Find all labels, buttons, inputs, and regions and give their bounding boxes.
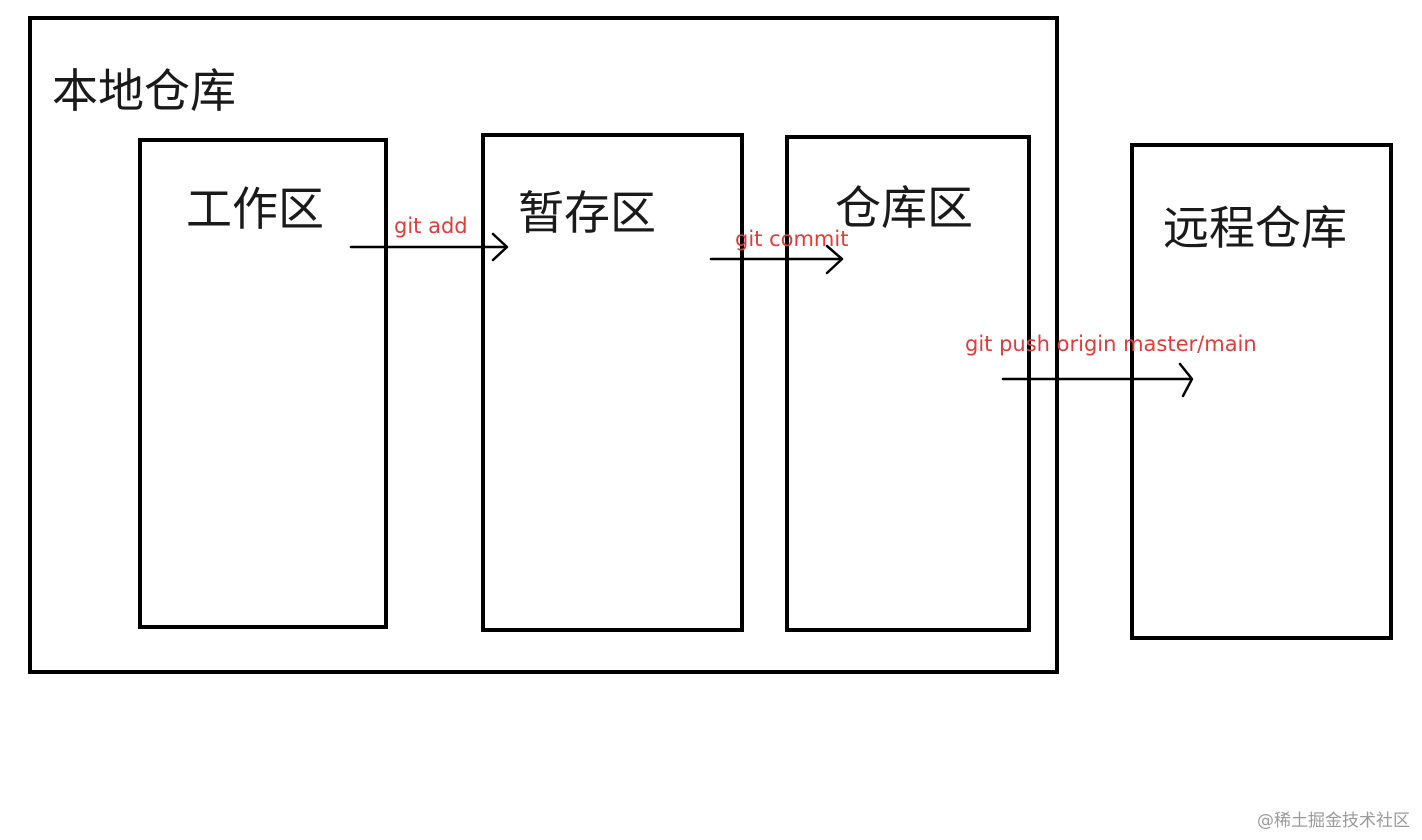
workspace-title: 工作区 <box>186 182 324 236</box>
repository-title: 仓库区 <box>835 181 973 235</box>
repository-box <box>785 135 1031 632</box>
remote-repo-title: 远程仓库 <box>1163 201 1347 255</box>
workspace-box <box>138 138 388 629</box>
staging-box <box>481 133 744 632</box>
local-repo-title: 本地仓库 <box>52 64 236 118</box>
local-repo-box <box>28 16 1059 674</box>
git-push-label: git push origin master/main <box>965 332 1257 356</box>
staging-title: 暂存区 <box>518 186 656 240</box>
git-add-label: git add <box>394 214 468 238</box>
remote-repo-box <box>1130 143 1393 640</box>
watermark: @稀土掘金技术社区 <box>1257 811 1410 831</box>
git-commit-label: git commit <box>735 227 849 251</box>
